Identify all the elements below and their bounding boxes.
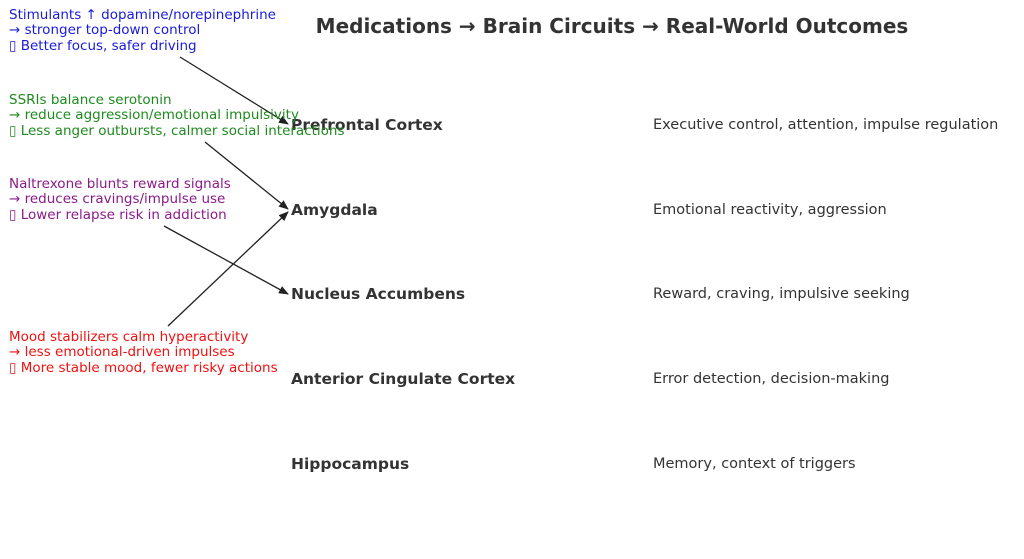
medication-line: Mood stabilizers calm hyperactivity — [9, 329, 249, 345]
function-amygdala: Emotional reactivity, aggression — [653, 202, 887, 218]
function-hippocampus: Memory, context of triggers — [653, 456, 856, 472]
arrow-mood-stabilizers-to-amygdala — [167, 211, 289, 327]
arrow-ssris-to-amygdala — [204, 141, 289, 210]
medication-line: SSRIs balance serotonin — [9, 92, 172, 108]
medication-line: ▯ Lower relapse risk in addiction — [9, 206, 227, 223]
region-amygdala: Amygdala — [291, 201, 378, 219]
medication-mood-stabilizers: Mood stabilizers calm hyperactivity → le… — [9, 329, 278, 376]
medication-stimulants: Stimulants ↑ dopamine/norepinephrine → s… — [9, 7, 276, 54]
arrow-naltrexone-to-accumbens — [163, 225, 289, 295]
region-prefrontal-cortex: Prefrontal Cortex — [291, 116, 443, 134]
region-anterior-cingulate-cortex: Anterior Cingulate Cortex — [291, 370, 516, 388]
function-anterior-cingulate-cortex: Error detection, decision-making — [653, 371, 890, 387]
function-nucleus-accumbens: Reward, craving, impulsive seeking — [653, 286, 910, 302]
medication-line: ▯ More stable mood, fewer risky actions — [9, 359, 278, 376]
region-nucleus-accumbens: Nucleus Accumbens — [291, 285, 466, 303]
medication-line: → stronger top-down control — [9, 22, 201, 39]
arrow-stimulants-to-prefrontal — [179, 56, 289, 125]
medication-line: ▯ Better focus, safer driving — [9, 37, 197, 54]
medication-ssris: SSRIs balance serotonin → reduce aggress… — [9, 92, 345, 139]
medication-line: Stimulants ↑ dopamine/norepinephrine — [9, 7, 276, 23]
function-prefrontal-cortex: Executive control, attention, impulse re… — [653, 117, 999, 133]
medication-naltrexone: Naltrexone blunts reward signals → reduc… — [9, 176, 231, 223]
diagram-title: Medications → Brain Circuits → Real-Worl… — [315, 14, 909, 38]
medication-line: Naltrexone blunts reward signals — [9, 176, 231, 192]
medication-line: → less emotional-driven impulses — [9, 344, 235, 361]
medication-line: → reduce aggression/emotional impulsivit… — [9, 107, 299, 124]
medication-line: ▯ Less anger outbursts, calmer social in… — [9, 122, 345, 139]
medication-line: → reduces cravings/impulse use — [9, 191, 226, 208]
region-hippocampus: Hippocampus — [291, 455, 410, 473]
